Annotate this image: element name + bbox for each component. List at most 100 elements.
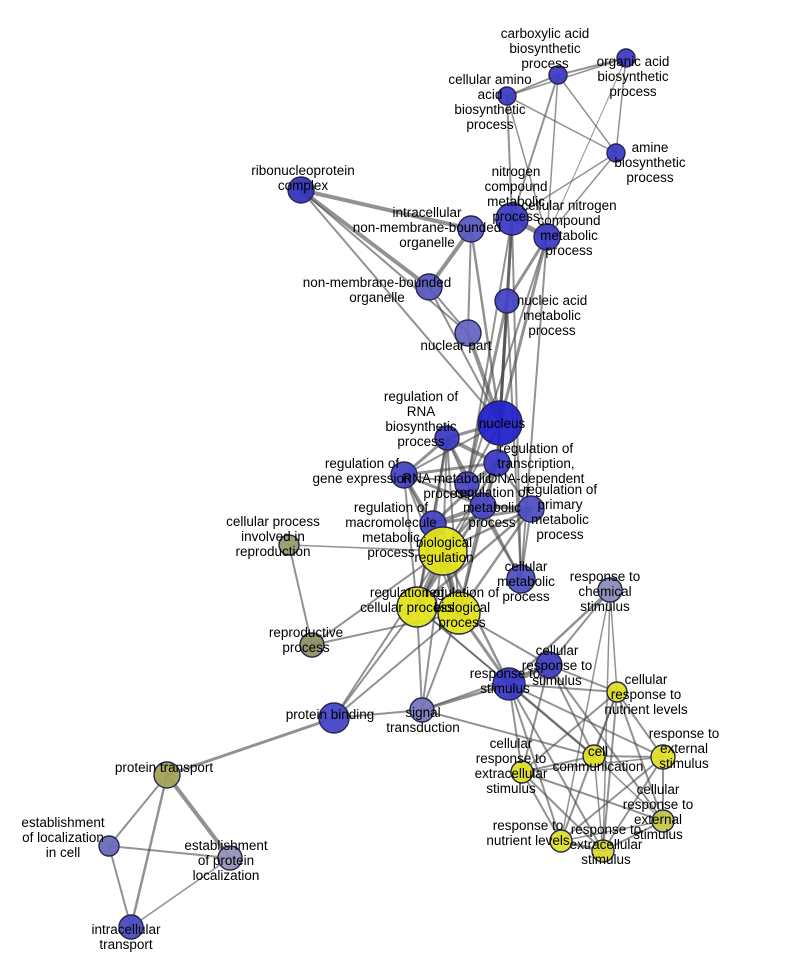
node-nuclear-part[interactable] [454, 319, 482, 347]
edge-cellular-nitrogen-compound-metabolic-process--rna-metabolic-process [466, 236, 548, 485]
node-regulation-of-gene-expression[interactable] [390, 461, 418, 489]
edge-establishment-of-localization-in-cell--intracellular-transport [108, 845, 132, 928]
node-intracellular-transport[interactable] [118, 914, 144, 940]
node-regulation-of-cellular-process[interactable] [396, 586, 438, 628]
node-response-to-extracellular-stimulus[interactable] [591, 839, 615, 863]
edge-ribonucleoprotein-complex--intracellular-non-membrane-bounded-organelle [299, 188, 473, 231]
edge-cellular-response-to-extracellular-stimulus--response-to-extracellular-stimulus [521, 771, 604, 852]
edge-amine-biosynthetic-process--cellular-nitrogen-compound-metabolic-process [546, 152, 617, 238]
edge-ribonucleoprotein-complex--non-membrane-bounded-organelle [299, 188, 431, 289]
edge-regulation-of-transcription-dna-dependent--regulation-of-gene-expression [402, 461, 499, 477]
edge-response-to-stimulus--response-to-extracellular-stimulus [508, 683, 604, 852]
edge-non-membrane-bounded-organelle--nucleus [428, 286, 501, 424]
edge-carboxylic-acid-biosynthetic-process--cellular-nitrogen-compound-metabolic-process [546, 74, 559, 238]
node-regulation-of-rna-biosynthetic-process[interactable] [434, 425, 460, 451]
edge-cellular-amino-acid-biosynthetic-process--cellular-nitrogen-compound-metabolic-process [506, 95, 548, 238]
node-regulation-of-metabolic-process[interactable] [469, 492, 497, 520]
node-amine-biosynthetic-process[interactable] [606, 143, 626, 163]
edge-signal-transduction--cell-communication [421, 709, 595, 757]
node-cellular-response-to-stimulus[interactable] [535, 651, 563, 679]
node-reproductive-process[interactable] [299, 632, 325, 658]
edge-ribonucleoprotein-complex--nuclear-part [300, 189, 469, 334]
edge-cellular-response-to-stimulus--cellular-response-to-extracellular-stimulus [521, 664, 550, 773]
edge-cellular-nitrogen-compound-metabolic-process--nucleus [498, 235, 549, 425]
edge-cell-communication--response-to-extracellular-stimulus [593, 755, 604, 852]
edges-layer [108, 57, 664, 929]
edge-cellular-response-to-external-stimulus--response-to-nutrient-levels [560, 820, 664, 842]
node-protein-transport[interactable] [153, 761, 181, 789]
node-regulation-of-primary-metabolic-process[interactable] [517, 495, 545, 523]
edge-intracellular-non-membrane-bounded-organelle--nuclear-part [467, 228, 472, 334]
node-rna-metabolic-process[interactable] [454, 471, 480, 497]
node-cellular-metabolic-process[interactable] [506, 564, 536, 594]
node-ribonucleoprotein-complex[interactable] [287, 176, 315, 204]
edge-carboxylic-acid-biosynthetic-process--nitrogen-compound-metabolic-process [511, 74, 559, 220]
edge-response-to-stimulus--cell-communication [507, 682, 596, 758]
edge-establishment-of-localization-in-cell--establishment-of-protein-localization [108, 845, 231, 859]
nodes-layer [98, 48, 676, 940]
node-cellular-amino-acid-biosynthetic-process[interactable] [497, 86, 517, 106]
node-protein-binding[interactable] [318, 702, 350, 734]
node-cell-communication[interactable] [582, 744, 606, 768]
node-signal-transduction[interactable] [409, 697, 435, 723]
edge-response-to-stimulus--response-to-nutrient-levels [508, 683, 562, 842]
node-non-membrane-bounded-organelle[interactable] [415, 273, 443, 301]
edge-response-to-chemical-stimulus--cellular-response-to-stimulus [548, 589, 611, 666]
edge-response-to-chemical-stimulus--response-to-stimulus [507, 588, 612, 686]
node-response-to-nutrient-levels[interactable] [549, 829, 573, 853]
edge-cellular-response-to-stimulus--cellular-response-to-external-stimulus [548, 664, 664, 822]
node-nucleus[interactable] [477, 400, 523, 446]
node-cellular-process-involved-in-reproduction[interactable] [278, 534, 300, 556]
node-regulation-of-transcription-dna-dependent[interactable] [483, 449, 511, 477]
node-response-to-chemical-stimulus[interactable] [597, 577, 623, 603]
node-carboxylic-acid-biosynthetic-process[interactable] [548, 65, 568, 85]
edge-response-to-chemical-stimulus--cellular-response-to-nutrient-levels [609, 589, 618, 693]
node-regulation-of-biological-process[interactable] [437, 591, 481, 635]
node-cellular-response-to-extracellular-stimulus[interactable] [510, 760, 534, 784]
edge-intracellular-non-membrane-bounded-organelle--nucleus [469, 227, 502, 425]
edge-protein-transport--establishment-of-localization-in-cell [108, 774, 168, 847]
edge-protein-transport--intracellular-transport [129, 773, 169, 929]
edge-cellular-process-involved-in-reproduction--reproductive-process [288, 544, 313, 646]
edge-response-to-stimulus--response-to-external-stimulus [508, 683, 664, 758]
node-organic-acid-biosynthetic-process[interactable] [616, 48, 636, 68]
edge-cellular-response-to-extracellular-stimulus--response-to-nutrient-levels [521, 771, 562, 842]
edge-protein-transport--establishment-of-protein-localization [165, 773, 232, 860]
edge-biological-regulation--signal-transduction [421, 550, 444, 711]
edge-cellular-response-to-nutrient-levels--cellular-response-to-extracellular-stimulus [521, 691, 618, 773]
edge-regulation-of-biological-process--protein-binding [333, 612, 460, 719]
node-intracellular-non-membrane-bounded-organelle[interactable] [457, 215, 485, 243]
edge-organic-acid-biosynthetic-process--cellular-nitrogen-compound-metabolic-process [546, 57, 627, 238]
edge-cellular-response-to-nutrient-levels--response-to-external-stimulus [616, 691, 664, 758]
node-cellular-nitrogen-compound-metabolic-process[interactable] [533, 223, 561, 251]
node-nitrogen-compound-metabolic-process[interactable] [495, 202, 529, 236]
node-cellular-response-to-nutrient-levels[interactable] [606, 681, 628, 703]
node-response-to-external-stimulus[interactable] [650, 744, 676, 770]
edge-regulation-of-gene-expression--regulation-of-metabolic-process [402, 473, 485, 508]
node-biological-regulation[interactable] [418, 526, 468, 576]
edge-regulation-of-biological-process--reproductive-process [311, 612, 460, 646]
node-nucleic-acid-metabolic-process[interactable] [494, 288, 520, 314]
edge-protein-binding--protein-transport [165, 716, 336, 777]
edge-amine-biosynthetic-process--nitrogen-compound-metabolic-process [511, 152, 617, 220]
edge-organic-acid-biosynthetic-process--amine-biosynthetic-process [615, 57, 627, 154]
node-cellular-response-to-external-stimulus[interactable] [651, 809, 675, 833]
node-response-to-stimulus[interactable] [492, 667, 526, 701]
edge-cellular-response-to-extracellular-stimulus--cellular-response-to-external-stimulus [521, 771, 664, 822]
edge-cellular-nitrogen-compound-metabolic-process--cellular-metabolic-process [520, 236, 548, 580]
edge-biological-regulation--cellular-process-involved-in-reproduction [288, 544, 444, 552]
node-establishment-of-protein-localization[interactable] [217, 845, 243, 871]
edge-cellular-amino-acid-biosynthetic-process--amine-biosynthetic-process [506, 95, 617, 154]
node-establishment-of-localization-in-cell[interactable] [98, 835, 120, 857]
edge-response-to-stimulus--cellular-response-to-nutrient-levels [508, 683, 618, 693]
edge-regulation-of-cellular-process--protein-binding [333, 606, 418, 719]
edge-ribonucleoprotein-complex--nucleus [300, 189, 501, 424]
